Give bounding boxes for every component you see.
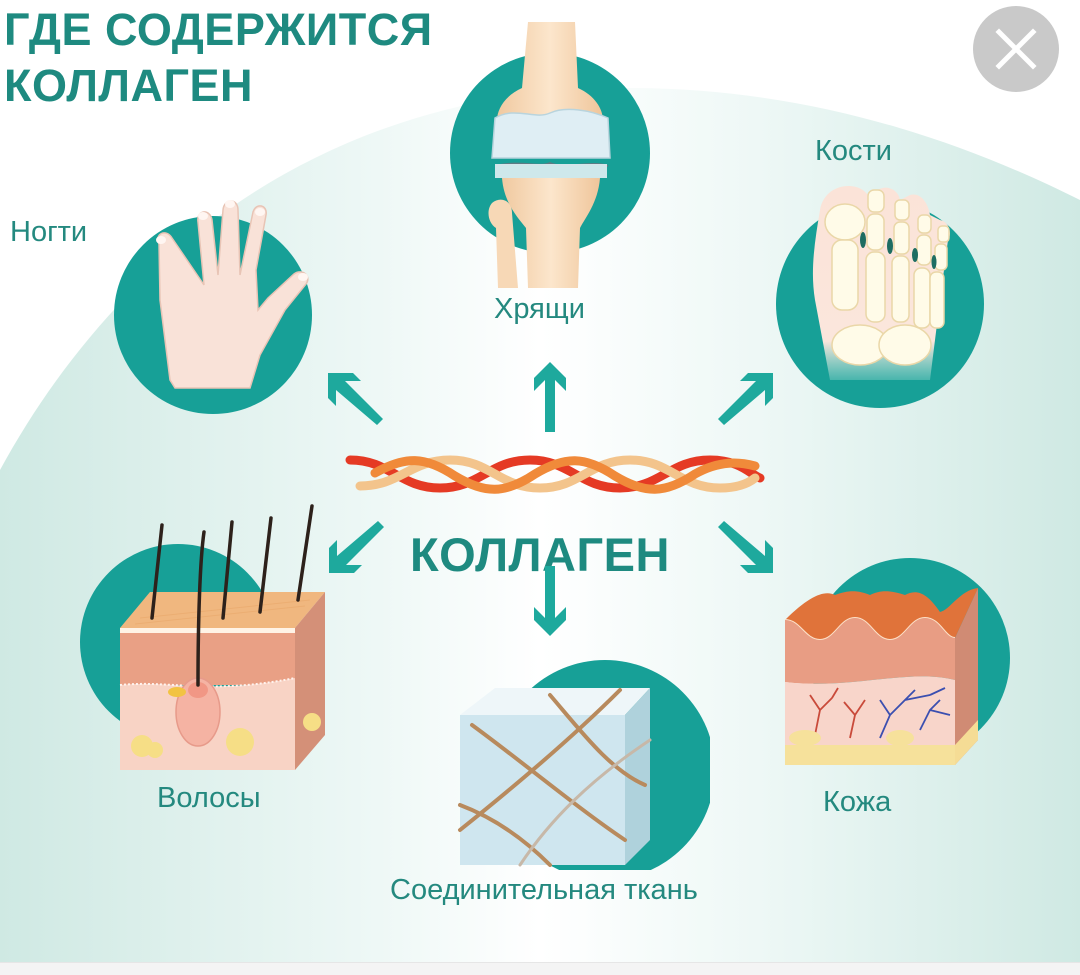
close-button[interactable]	[973, 6, 1059, 92]
arrow-to-nails-icon	[328, 373, 383, 425]
label-hair: Волосы	[157, 782, 261, 814]
arrow-to-bones-icon	[718, 373, 773, 425]
arrow-to-cartilage-icon	[534, 362, 566, 432]
node-hair	[80, 500, 340, 780]
collagen-fiber-braid	[345, 455, 765, 494]
label-connective: Соединительная ткань	[390, 874, 698, 906]
skin-layers-icon	[784, 558, 1010, 765]
center-label: КОЛЛАГЕН	[410, 528, 670, 581]
node-bones	[770, 180, 1000, 420]
knee-joint-icon	[450, 22, 650, 288]
label-nails: Ногти	[10, 216, 88, 248]
page-title: ГДЕ СОДЕРЖИТСЯ КОЛЛАГЕН	[4, 2, 433, 114]
title-line-2: КОЛЛАГЕН	[4, 60, 254, 111]
connective-tissue-icon	[458, 660, 710, 870]
arrow-to-connective-icon	[534, 566, 566, 636]
arrow-to-skin-icon	[718, 521, 773, 573]
node-connective	[440, 660, 710, 870]
label-bones: Кости	[815, 135, 893, 167]
hair-follicle-icon	[80, 504, 325, 770]
label-skin: Кожа	[823, 786, 892, 818]
node-cartilage	[440, 18, 660, 288]
close-icon	[995, 28, 1037, 70]
hand-icon	[114, 200, 312, 414]
arrow-to-hair-icon	[329, 521, 384, 573]
node-skin	[780, 550, 1020, 780]
foot-bones-icon	[776, 186, 984, 408]
label-cartilage: Хрящи	[494, 293, 585, 325]
title-line-1: ГДЕ СОДЕРЖИТСЯ	[4, 4, 433, 55]
bottom-edge	[0, 962, 1080, 975]
node-nails	[110, 180, 330, 420]
